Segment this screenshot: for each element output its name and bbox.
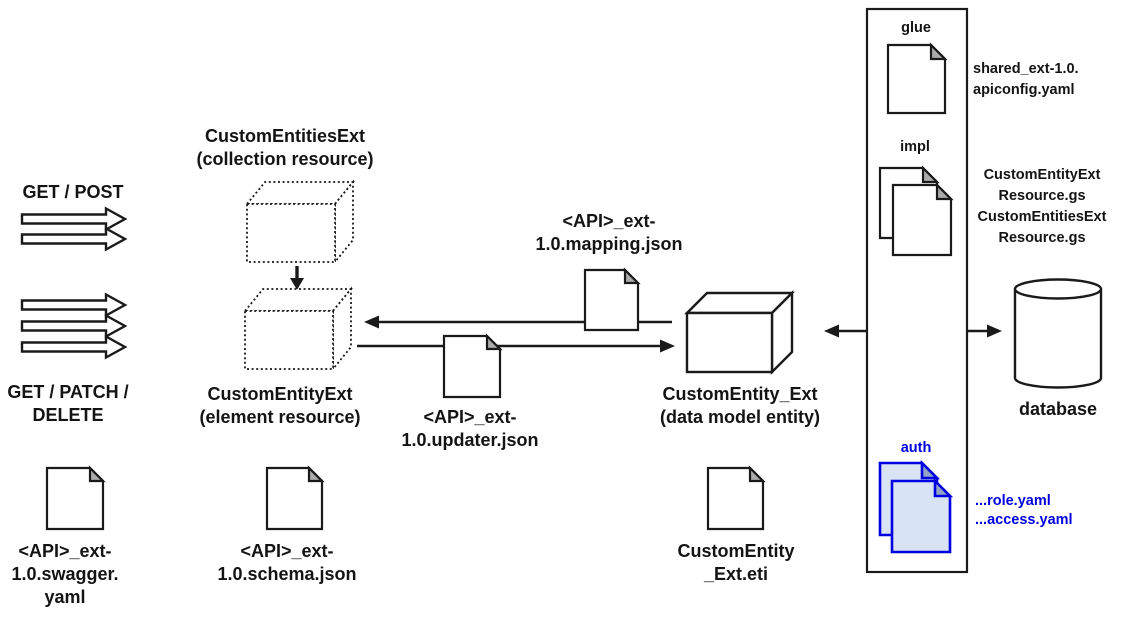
data-model-entity-cube (684, 290, 795, 375)
glue-files-label: shared_ext-1.0. apiconfig.yaml (973, 61, 1079, 98)
panel-to-entity-arrow (824, 324, 867, 338)
schema-file-icon (265, 465, 325, 531)
swagger-file-icon (45, 465, 106, 531)
impl-section-label: impl (900, 139, 930, 155)
get-patch-delete-label: GET / PATCH / DELETE (7, 382, 129, 425)
impl-files-icon (878, 165, 954, 257)
impl-files-label: CustomEntityExt Resource.gs CustomEntiti… (977, 167, 1107, 246)
get-post-label: GET / POST (22, 182, 124, 202)
auth-files-label: ...role.yaml ...access.yaml (975, 493, 1073, 528)
glue-file-icon (886, 42, 948, 115)
data-model-entity-label: CustomEntity_Ext (data model entity) (659, 384, 821, 427)
mapping-file-icon (583, 267, 641, 332)
database-icon (1013, 278, 1103, 389)
element-resource-cube (243, 286, 353, 372)
schema-file-label: <API>_ext- 1.0.schema.json (217, 541, 357, 584)
glue-section-label: glue (901, 20, 931, 36)
panel-to-database-arrow (967, 324, 1002, 338)
get-patch-delete-arrows (20, 292, 128, 360)
database-label: database (1018, 399, 1098, 419)
auth-files-icon (878, 459, 954, 554)
swagger-file-label: <API>_ext- 1.0.swagger. yaml (11, 541, 119, 607)
get-post-arrows (20, 206, 128, 252)
updater-arrow-right (357, 339, 675, 353)
eti-file-icon (706, 465, 766, 531)
eti-file-label: CustomEntity _Ext.eti (677, 541, 795, 584)
collection-resource-label: CustomEntitiesExt (collection resource) (196, 126, 374, 169)
mapping-file-label: <API>_ext- 1.0.mapping.json (535, 211, 683, 254)
updater-file-label: <API>_ext- 1.0.updater.json (401, 407, 539, 450)
collection-to-element-arrow (290, 266, 304, 290)
collection-resource-cube (245, 179, 355, 265)
updater-file-icon (442, 333, 503, 399)
element-resource-label: CustomEntityExt (element resource) (199, 384, 361, 427)
auth-section-label: auth (900, 440, 932, 456)
